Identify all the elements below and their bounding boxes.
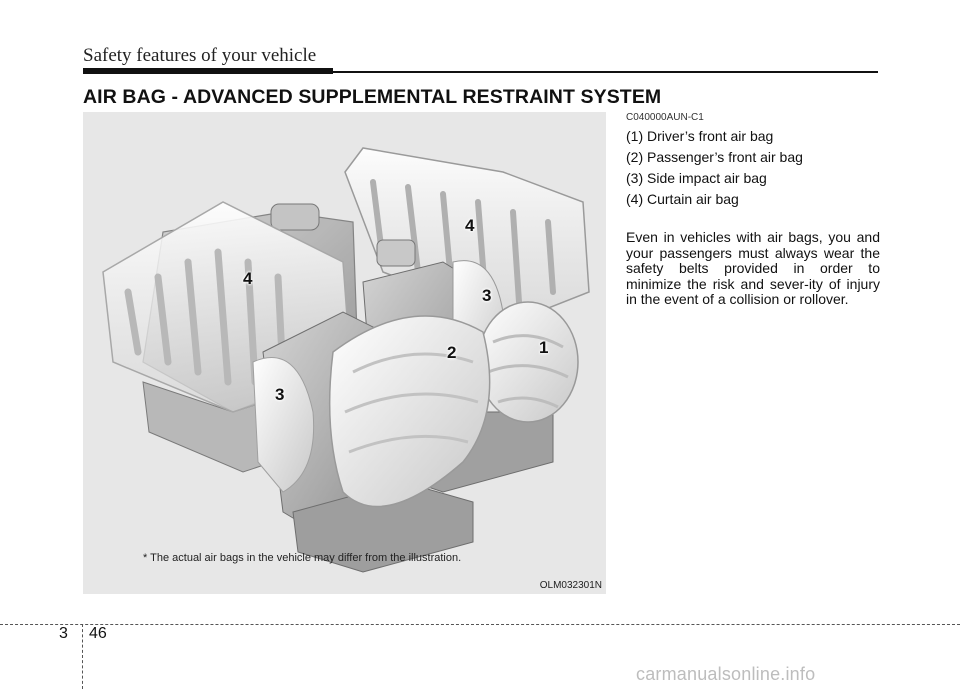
callout-driver-front: 1 (539, 338, 549, 357)
callout-side-left: 3 (275, 385, 285, 404)
running-header: Safety features of your vehicle (83, 45, 317, 66)
footer-rule (0, 624, 960, 625)
legend-item: (2) Passenger’s front air bag (626, 149, 803, 165)
callout-side-right: 3 (482, 286, 492, 305)
watermark: carmanualsonline.info (636, 664, 816, 684)
chapter-number: 3 (59, 625, 68, 642)
callout-passenger-front: 2 (447, 343, 457, 362)
page-number: 46 (89, 625, 107, 642)
legend-item: (3) Side impact air bag (626, 170, 767, 186)
footer-divider (82, 624, 83, 689)
body-paragraph: Even in vehicles with air bags, you and … (626, 229, 880, 308)
section-title: AIR BAG - ADVANCED SUPPLEMENTAL RESTRAIN… (83, 86, 662, 108)
figure-code: OLM032301N (539, 580, 602, 591)
figure-disclaimer: * The actual air bags in the vehicle may… (143, 552, 462, 564)
seat-airbag-drawing (102, 147, 590, 573)
document-code: C040000AUN-C1 (626, 112, 704, 123)
header-rule (83, 71, 878, 73)
legend-item: (4) Curtain air bag (626, 191, 739, 207)
airbag-legend: (1) Driver’s front air bag (2) Passenger… (626, 126, 803, 210)
callout-curtain-left: 4 (243, 269, 253, 288)
airbag-illustration: 4 4 3 3 2 1 * The actual air bags in the… (83, 112, 606, 594)
callout-curtain-right: 4 (465, 216, 475, 235)
legend-item: (1) Driver’s front air bag (626, 128, 774, 144)
